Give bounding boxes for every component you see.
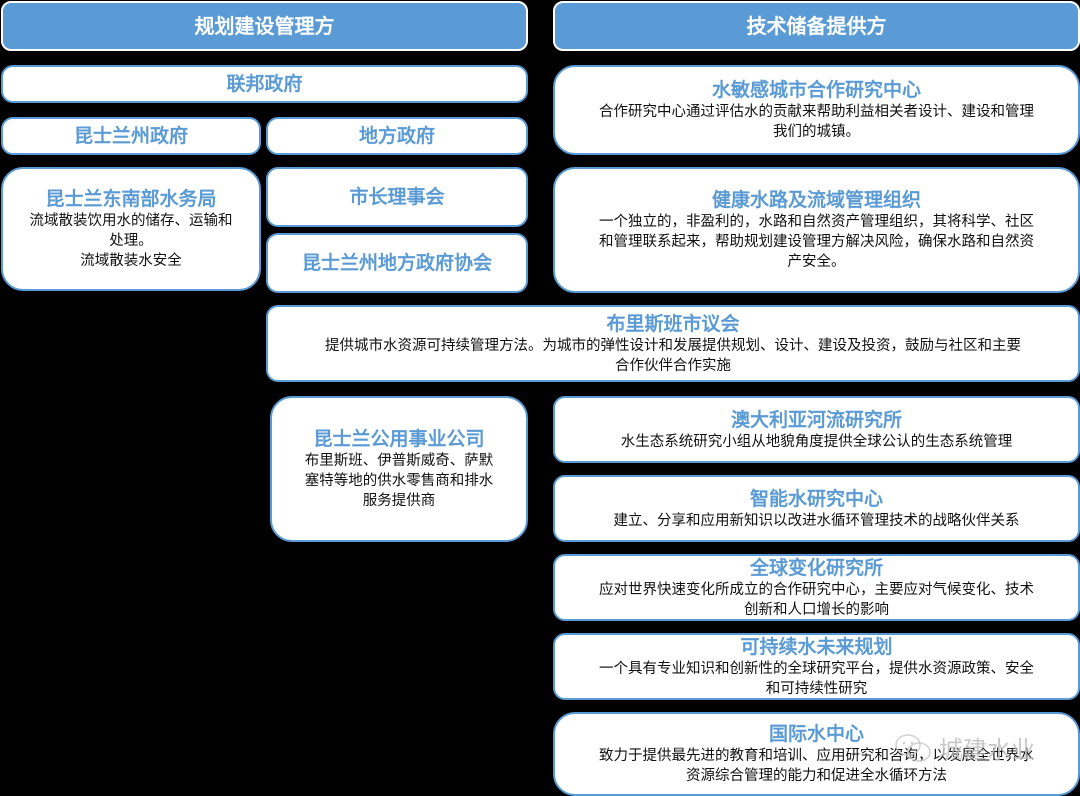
planning-header: 规划建设管理方 (1, 1, 528, 51)
crcwsc-desc-line: 合作研究中心通过评估水的贡献来帮助利益相关者设计、建设和管理 (599, 104, 1034, 120)
global-change-desc-line: 应对世界快速变化所成立的合作研究中心，主要应对气候变化、技术 (599, 581, 1034, 598)
healthy-waterways-desc-line: 产安全。 (787, 254, 846, 270)
healthy-waterways-desc-line: 一个独立的，非盈利的，水路和自然资产管理组织，其将科学、社区 (599, 214, 1034, 230)
utilities-box: 昆士兰公用事业公司 布里斯班、伊普斯威奇、萨默 塞特等地的供水零售商和排水 服务… (270, 396, 528, 542)
arri-title: 澳大利亚河流研究所 (730, 408, 902, 431)
local-government-title: 地方政府 (358, 125, 435, 147)
state-government-box: 昆士兰州政府 (1, 117, 261, 155)
global-change-desc-line: 创新和人口增长的影响 (744, 601, 889, 618)
technical-header-title: 技术储备提供方 (746, 14, 887, 38)
global-change-title: 全球变化研究所 (749, 556, 883, 579)
state-government-title: 昆士兰州政府 (73, 125, 188, 147)
iwc-title: 国际水中心 (768, 723, 864, 745)
technical-header: 技术储备提供方 (553, 1, 1080, 51)
healthy-waterways-box: 健康水路及流域管理组织 一个独立的，非盈利的，水路和自然资产管理组织，其将科学、… (553, 167, 1080, 293)
seqwater-title: 昆士兰东南部水务局 (45, 188, 217, 210)
arri-box: 澳大利亚河流研究所 水生态系统研究小组从地貌角度提供全球公认的生态系统管理 (553, 396, 1080, 463)
local-government-box: 地方政府 (266, 117, 528, 155)
smart-water-box: 智能水研究中心 建立、分享和应用新知识以改进水循环管理技术的战略伙伴关系 (553, 475, 1080, 542)
crcwsc-desc-line: 我们的城镇。 (773, 124, 860, 140)
arri-desc-line: 水生态系统研究小组从地貌角度提供全球公认的生态系统管理 (620, 433, 1013, 450)
iwc-desc-line: 资源综合管理的能力和促进全水循环方法 (686, 768, 947, 784)
iwc-desc-line: 致力于提供最先进的教育和培训、应用研究和咨询，以发展全世界水 (599, 748, 1034, 764)
lgaq-title: 昆士兰州地方政府协会 (301, 252, 492, 274)
planning-header-title: 规划建设管理方 (194, 14, 335, 38)
global-change-box: 全球变化研究所 应对世界快速变化所成立的合作研究中心，主要应对气候变化、技术 创… (553, 554, 1080, 621)
seqwater-desc-line: 流域散装水安全 (80, 253, 182, 269)
water-future-desc-line: 一个具有专业知识和创新性的全球研究平台，提供水资源政策、安全 (599, 660, 1034, 677)
mayors-council-box: 市长理事会 (266, 167, 528, 227)
smart-water-desc-line: 建立、分享和应用新知识以改进水循环管理技术的战略伙伴关系 (613, 512, 1020, 529)
utilities-title: 昆士兰公用事业公司 (313, 428, 485, 450)
seqwater-desc-line: 处理。 (109, 233, 153, 249)
crcwsc-box: 水敏感城市合作研究中心 合作研究中心通过评估水的贡献来帮助利益相关者设计、建设和… (553, 65, 1080, 155)
federal-government-box: 联邦政府 (1, 65, 528, 103)
smart-water-title: 智能水研究中心 (749, 487, 883, 510)
brisbane-council-title: 布里斯班市议会 (606, 312, 740, 335)
healthy-waterways-desc-line: 和管理联系起来，帮助规划建设管理方解决风险，确保水路和自然资 (599, 234, 1034, 250)
brisbane-council-box: 布里斯班市议会 提供城市水资源可持续管理方法。为城市的弹性设计和发展提供规划、设… (266, 305, 1080, 382)
seqwater-box: 昆士兰东南部水务局 流域散装饮用水的储存、运输和 处理。 流域散装水安全 (1, 167, 261, 291)
water-future-title: 可持续水未来规划 (740, 635, 893, 658)
utilities-desc-line: 布里斯班、伊普斯威奇、萨默 (304, 453, 494, 469)
utilities-desc-line: 服务提供商 (362, 493, 436, 509)
brisbane-council-desc-line: 合作伙伴合作实施 (615, 357, 731, 374)
utilities-desc-line: 塞特等地的供水零售商和排水 (304, 473, 494, 489)
seqwater-desc-line: 流域散装饮用水的储存、运输和 (29, 213, 233, 229)
lgaq-box: 昆士兰州地方政府协会 (266, 233, 528, 293)
water-future-desc-line: 和可持续性研究 (765, 680, 868, 697)
mayors-council-title: 市长理事会 (349, 186, 445, 208)
crcwsc-title: 水敏感城市合作研究中心 (711, 79, 921, 101)
federal-government-title: 联邦政府 (226, 73, 303, 95)
healthy-waterways-title: 健康水路及流域管理组织 (711, 189, 921, 211)
water-future-box: 可持续水未来规划 一个具有专业知识和创新性的全球研究平台，提供水资源政策、安全 … (553, 633, 1080, 700)
iwc-box: 国际水中心 致力于提供最先进的教育和培训、应用研究和咨询，以发展全世界水 资源综… (553, 712, 1080, 796)
brisbane-council-desc-line: 提供城市水资源可持续管理方法。为城市的弹性设计和发展提供规划、设计、建设及投资，… (325, 337, 1021, 354)
